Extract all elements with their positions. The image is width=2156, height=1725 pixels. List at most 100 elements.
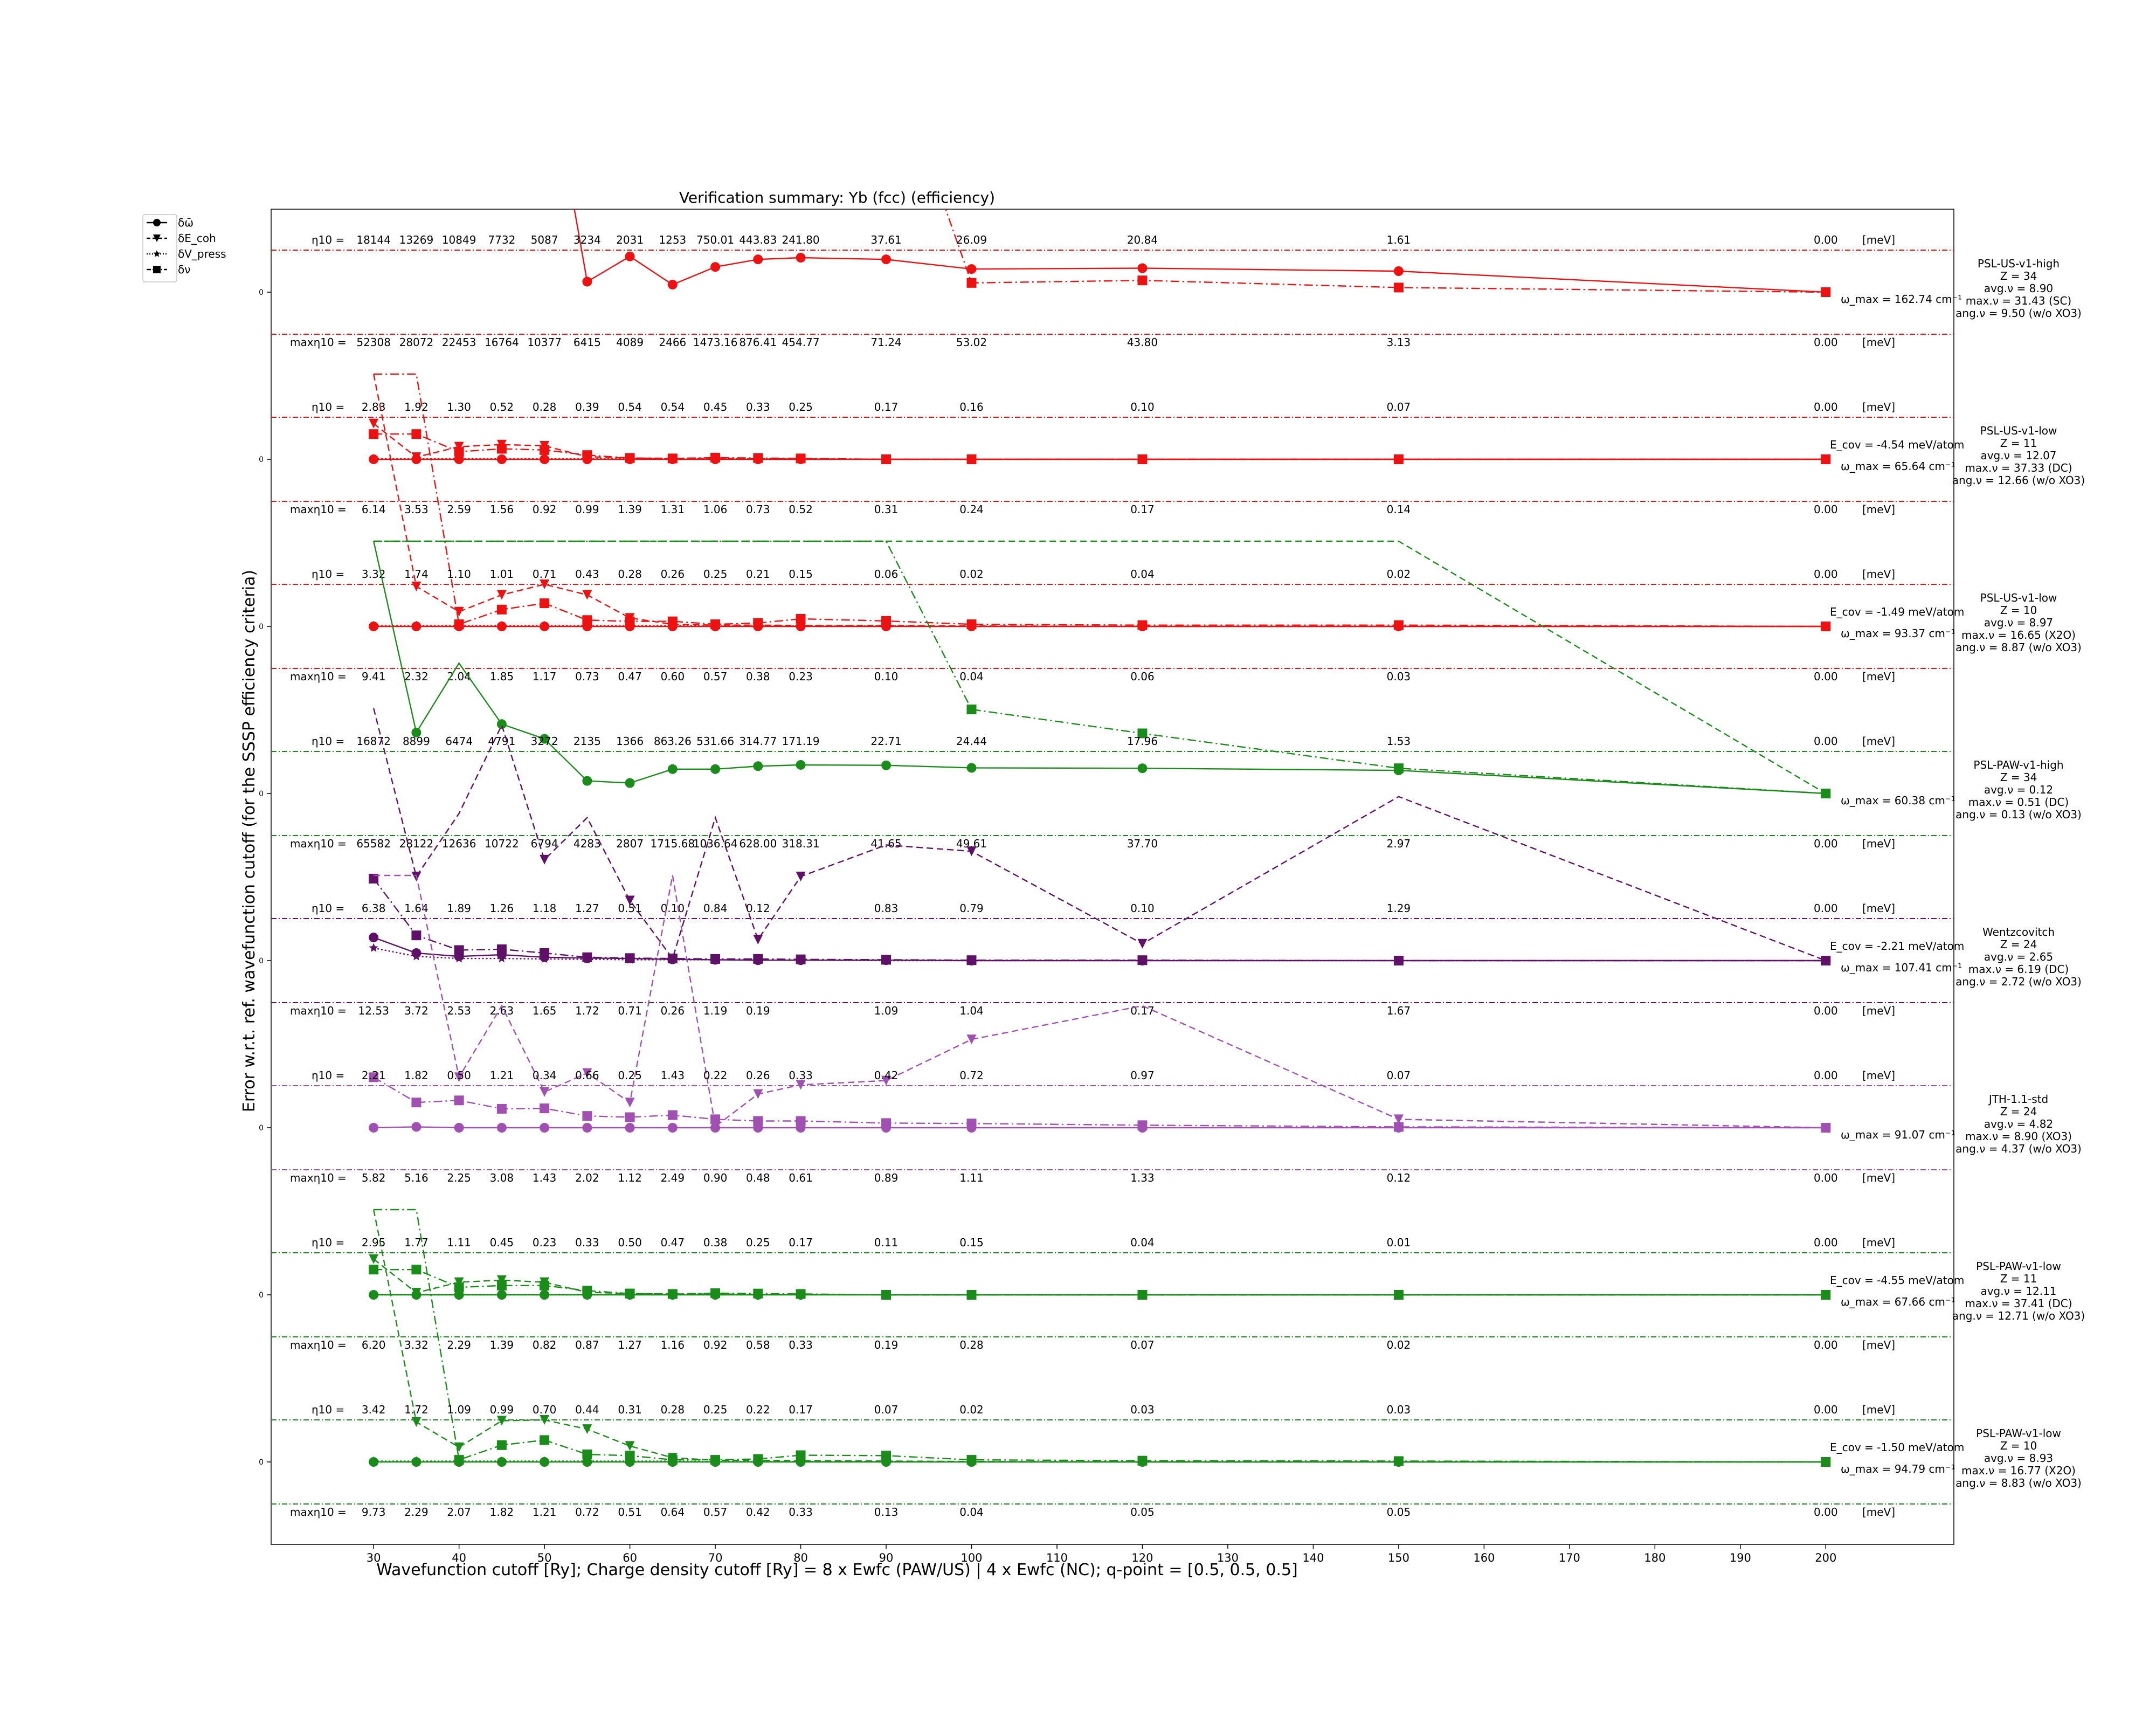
data-point-nu: [369, 1072, 379, 1082]
pseudopotential-meta: max.ν = 16.65 (X2O): [1961, 629, 2076, 641]
max-eta-value: 1.85: [490, 670, 514, 683]
pseudopotential-name: Wentzcovitch: [1982, 926, 2055, 939]
max-eta-value: 0.48: [746, 1171, 770, 1184]
max-eta-value: 1.04: [959, 1004, 984, 1017]
data-point-nu: [1393, 956, 1404, 965]
max-eta-value: 1.12: [618, 1171, 642, 1184]
eta-value: 1.72: [404, 1403, 429, 1416]
data-point-ecoh: [1137, 454, 1148, 464]
max-eta-value: 0.00: [1814, 336, 1838, 349]
data-point-nu: [881, 1118, 892, 1128]
data-point-ecoh: [1137, 1290, 1148, 1300]
max-eta-value: 0.12: [1387, 1171, 1411, 1184]
data-point-ecoh: [1821, 622, 1831, 631]
series-line-ecoh: [373, 1258, 1826, 1296]
data-point-ecoh: [966, 1457, 977, 1467]
max-eta-value: 3.53: [404, 503, 429, 516]
data-point-omega: [411, 727, 421, 737]
ecov-annotation: E_cov = -2.21 meV/atom: [1830, 940, 1964, 953]
eta-value: 3.42: [362, 1403, 386, 1416]
data-point-ecoh: [881, 620, 892, 631]
data-point-nu: [454, 619, 464, 630]
eta-value: 0.12: [746, 902, 770, 915]
data-point-ecoh: [625, 895, 635, 906]
eta-row-label: η10 =: [312, 1069, 344, 1082]
eta-value: 37.61: [870, 233, 901, 246]
data-point-ecoh: [881, 1290, 892, 1300]
eta-value: 1.43: [661, 1069, 685, 1082]
pseudopotential-meta: ang.ν = 0.13 (w/o XO3): [1955, 808, 2082, 821]
pseudopotential-meta: ang.ν = 2.72 (w/o XO3): [1955, 975, 2082, 988]
series-line-nu: [373, 878, 1826, 962]
eta-value: 0.22: [746, 1403, 770, 1416]
max-eta-unit: [meV]: [1862, 837, 1895, 850]
band-series-group: [369, 418, 1831, 464]
pseudopotential-meta: avg.ν = 0.12: [1984, 783, 2053, 796]
max-eta-value: 0.02: [1387, 1338, 1411, 1351]
max-eta-value: 2.59: [447, 503, 471, 516]
omega-max-annotation: ω_max = 93.37 cm⁻¹: [1841, 627, 1955, 640]
eta-value: 3234: [573, 233, 601, 246]
eta-value: 0.04: [1130, 568, 1155, 581]
data-point-omega: [369, 1123, 379, 1133]
eta-value: 1.26: [490, 902, 514, 915]
data-point-omega: [710, 764, 721, 774]
data-point-ecoh: [1137, 622, 1148, 631]
max-eta-value: 0.52: [789, 503, 813, 516]
max-eta-value: 0.42: [746, 1506, 770, 1519]
data-point-nu: [1393, 1122, 1404, 1132]
data-point-nu: [540, 1103, 550, 1114]
pseudopotential-meta: avg.ν = 4.82: [1984, 1117, 2053, 1130]
max-eta-row-label: maxη10 =: [290, 1004, 347, 1017]
data-point-ecoh: [881, 454, 892, 464]
pseudopotential-meta: ang.ν = 8.87 (w/o XO3): [1955, 641, 2082, 654]
data-point-nu: [625, 1451, 635, 1461]
data-point-ecoh: [753, 1455, 763, 1465]
data-point-ecoh: [710, 1289, 721, 1299]
data-point-nu: [966, 1119, 977, 1129]
y-zero-tick-label: 0: [259, 1458, 264, 1467]
pseudopotential-meta: max.ν = 6.19 (DC): [1968, 963, 2069, 976]
max-eta-value: 6.14: [362, 503, 386, 516]
data-point-nu: [454, 945, 464, 955]
eta-value: 0.00: [1814, 1403, 1838, 1416]
data-point-ecoh: [796, 1455, 806, 1466]
data-point-omega: [411, 1122, 421, 1132]
max-eta-value: 37.70: [1127, 837, 1158, 850]
data-point-omega: [1393, 266, 1404, 276]
data-point-ecoh: [667, 619, 678, 630]
data-point-nu: [881, 955, 892, 965]
eta-value: 0.71: [533, 568, 557, 581]
pseudopotential-name: JTH-1.1-std: [1988, 1093, 2048, 1106]
x-tick-label: 70: [708, 1551, 723, 1564]
max-eta-value: 3.08: [490, 1171, 514, 1184]
data-point-omega: [369, 1457, 379, 1467]
y-zero-tick-label: 0: [259, 1291, 264, 1300]
data-point-omega: [496, 454, 507, 464]
max-eta-value: 0.90: [703, 1171, 728, 1184]
pseudopotential-meta: avg.ν = 12.07: [1980, 449, 2056, 462]
data-point-omega: [582, 776, 592, 786]
data-point-omega: [667, 764, 678, 774]
x-tick-label: 130: [1217, 1551, 1239, 1564]
eta-row-label: η10 =: [312, 401, 344, 413]
max-eta-value: 1.56: [490, 503, 514, 516]
data-point-omega: [496, 1457, 507, 1467]
eta-value: 6474: [445, 735, 473, 748]
data-point-ecoh: [540, 854, 550, 865]
series-line-omega: [373, 541, 1826, 795]
max-eta-value: 0.73: [575, 670, 599, 683]
data-point-omega: [540, 734, 550, 744]
data-point-omega: [753, 254, 763, 265]
data-point-omega: [1137, 763, 1148, 774]
max-eta-unit: [meV]: [1862, 1338, 1895, 1351]
max-eta-value: 0.07: [1130, 1338, 1155, 1351]
eta-value: 1.53: [1387, 735, 1411, 748]
max-eta-value: 52308: [356, 336, 391, 349]
max-eta-value: 6415: [573, 336, 601, 349]
max-eta-value: 0.05: [1130, 1506, 1155, 1519]
